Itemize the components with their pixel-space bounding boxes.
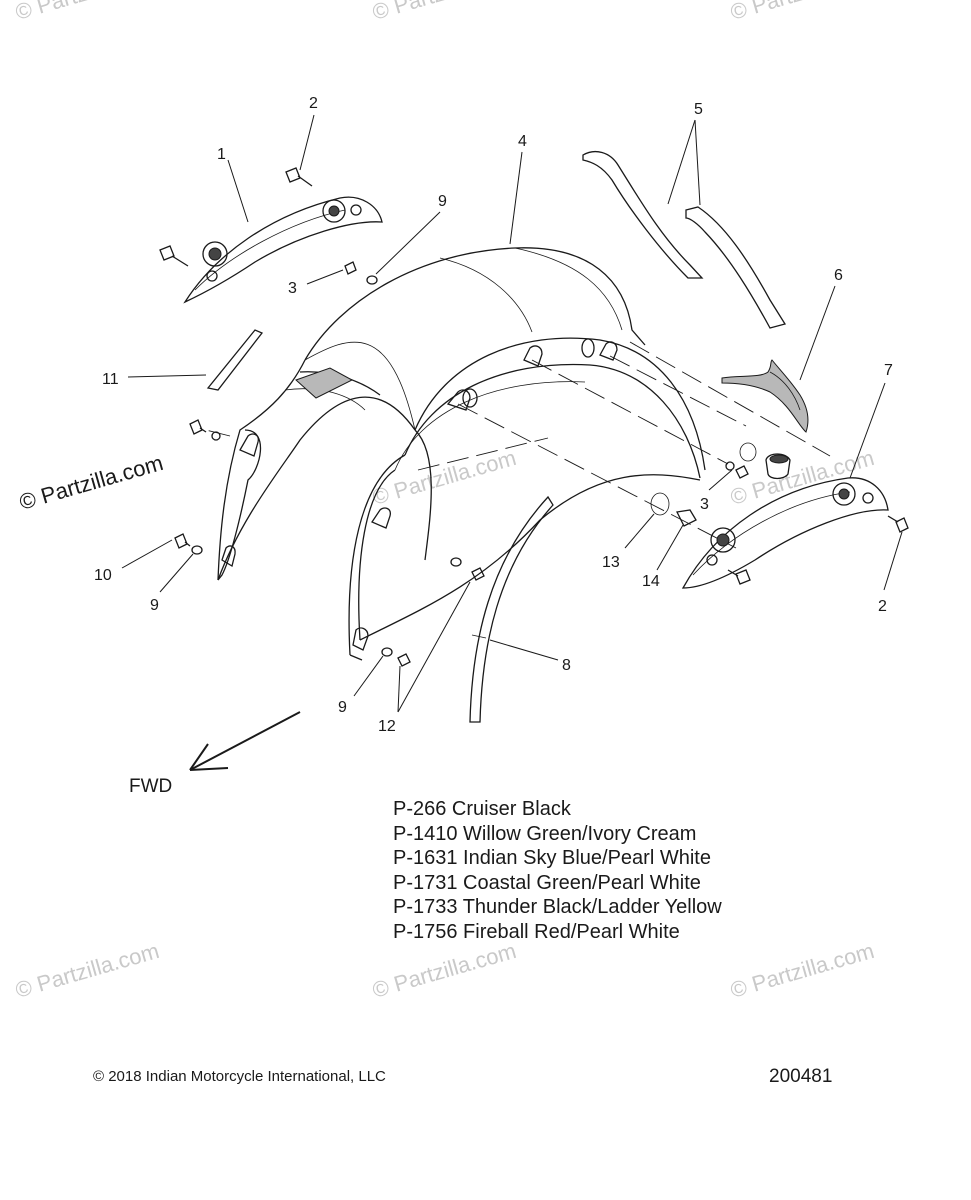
small-trim — [206, 329, 264, 391]
watermark-text: © Partzilla.com — [12, 0, 161, 25]
callout-9: 9 — [438, 193, 447, 210]
callout-9: 9 — [150, 597, 159, 614]
callout-2: 2 — [309, 95, 318, 112]
hardware — [159, 167, 909, 667]
callout-4: 4 — [518, 133, 527, 150]
watermark-text: © Partzilla.com — [369, 0, 518, 25]
callout-3: 3 — [700, 496, 709, 513]
leader-lines — [121, 114, 903, 713]
watermark-text: © Partzilla.com — [369, 445, 518, 510]
emblem — [721, 359, 809, 433]
fender-rail-right — [681, 477, 889, 589]
trim-strips — [582, 151, 787, 329]
watermark-text: © Partzilla.com — [16, 450, 165, 515]
legend-item: P-1631 Indian Sky Blue/Pearl White — [393, 847, 711, 869]
color-legend: P-266 Cruiser Black P-1410 Willow Green/… — [393, 797, 722, 944]
legend-item: P-1410 Willow Green/Ivory Cream — [393, 822, 697, 845]
callout-3: 3 — [288, 280, 297, 297]
watermark-text: © Partzilla.com — [727, 938, 876, 1003]
callout-7: 7 — [884, 362, 893, 379]
fwd-label: FWD — [129, 776, 173, 797]
copyright-notice: © 2018 Indian Motorcycle International, … — [93, 1068, 386, 1085]
legend-item: P-1756 Fireball Red/Pearl White — [393, 920, 680, 943]
callout-13: 13 — [602, 554, 620, 571]
fender-rail-left — [183, 196, 383, 304]
watermark-text: © Partzilla.com — [369, 938, 518, 1003]
callout-2: 2 — [878, 598, 887, 615]
diagram-number: 200481 — [769, 1066, 833, 1087]
callout-6: 6 — [834, 267, 843, 284]
callout-11: 11 — [102, 371, 119, 388]
callout-14: 14 — [642, 573, 660, 590]
legend-item: P-1731 Coastal Green/Pearl White — [393, 871, 701, 894]
callout-9: 9 — [338, 699, 347, 716]
callout-12: 12 — [378, 718, 396, 735]
watermark-text: © Partzilla.com — [12, 938, 161, 1003]
callout-1: 1 — [217, 146, 226, 163]
watermark-text: © Partzilla.com — [727, 0, 876, 25]
alignment-lines — [205, 341, 831, 549]
forward-arrow — [189, 711, 301, 771]
legend-item: P-266 Cruiser Black — [393, 798, 571, 820]
legend-item: P-1733 Thunder Black/Ladder Yellow — [393, 896, 722, 918]
lower-trim-strip — [469, 495, 554, 723]
callout-numbers: 1 2 2 3 3 4 5 6 7 8 9 9 9 10 11 12 13 14 — [94, 95, 893, 735]
callout-10: 10 — [94, 567, 112, 584]
callout-8: 8 — [562, 657, 571, 674]
callout-5: 5 — [694, 101, 703, 118]
